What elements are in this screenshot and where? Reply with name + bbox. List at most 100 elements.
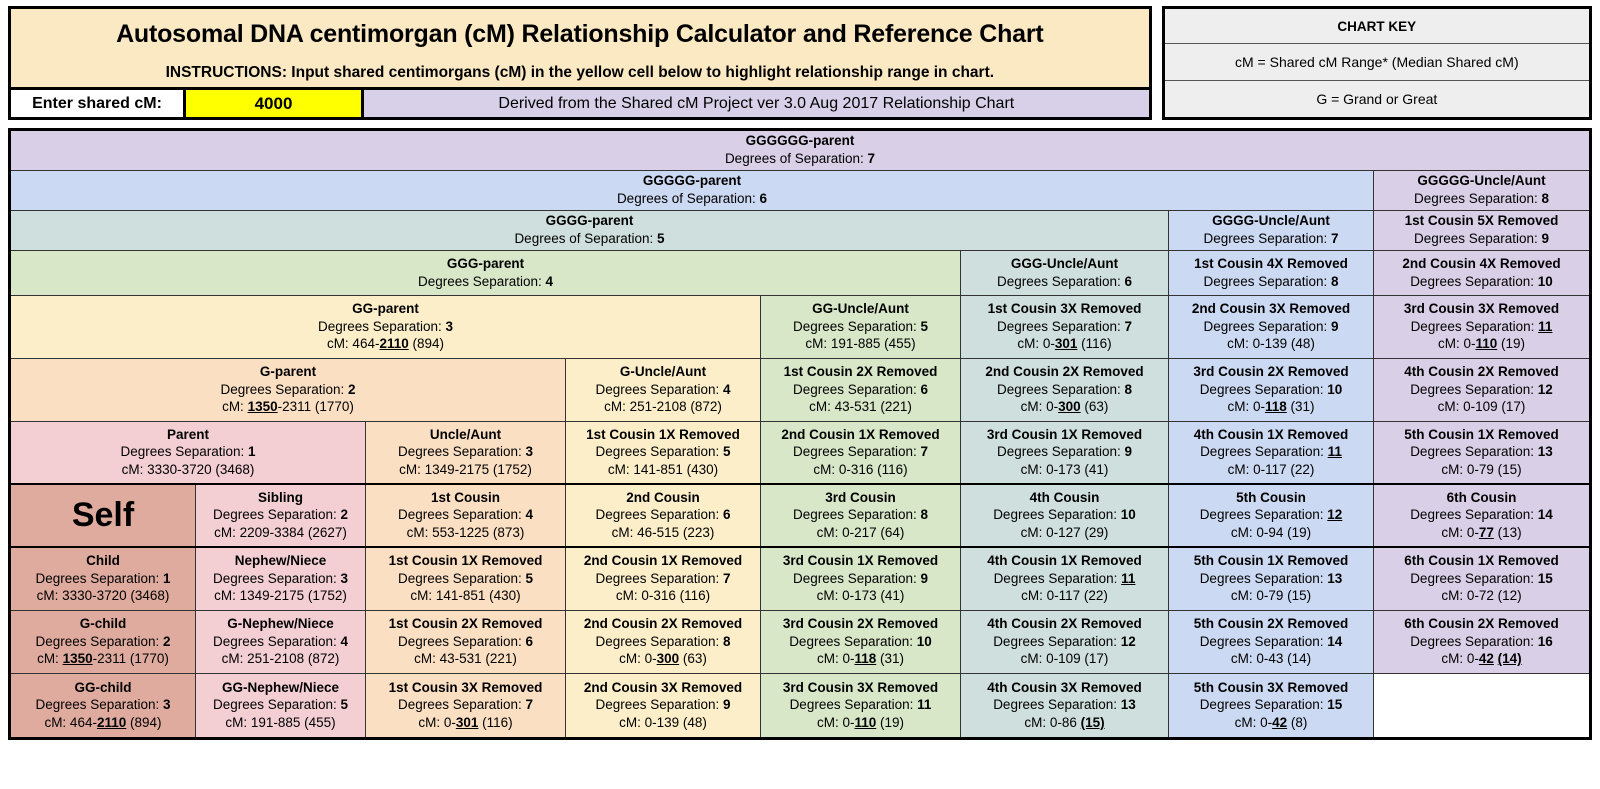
relationship-name: 6th Cousin 1X Removed xyxy=(1404,553,1559,569)
shared-cm-range: cM: 464-2110 (894) xyxy=(326,336,445,352)
relationship-name: G-child xyxy=(79,616,127,632)
relationship-name: 5th Cousin 1X Removed xyxy=(1193,553,1349,569)
relationship-name: 2nd Cousin 4X Removed xyxy=(1402,255,1561,271)
degrees-of-separation: Degrees Separation: 1 xyxy=(35,570,171,586)
shared-cm-range: cM: 0-42 (14) xyxy=(1441,651,1522,667)
shared-cm-range: cM: 43-531 (221) xyxy=(809,399,912,415)
shared-cm-range: cM: 0-117 (22) xyxy=(1227,461,1315,477)
shared-cm-range: cM: 0-139 (48) xyxy=(1227,336,1315,352)
degrees-of-separation: Degrees Separation: 13 xyxy=(1199,570,1343,586)
relationship-name: 1st Cousin 3X Removed xyxy=(388,679,543,695)
relationship-name: 4th Cousin 1X Removed xyxy=(987,553,1142,569)
degrees-of-separation: Degrees Separation: 7 xyxy=(397,697,534,713)
relationship-name: 5th Cousin 2X Removed xyxy=(1193,616,1349,632)
shared-cm-range: cM: 0-43 (14) xyxy=(1230,651,1312,667)
relationship-name: 2nd Cousin xyxy=(626,489,700,505)
degrees-of-separation: Degrees Separation: 2 xyxy=(35,633,171,649)
relationship-name: 3rd Cousin 2X Removed xyxy=(782,616,939,632)
degrees-of-separation: Degrees Separation: 14 xyxy=(1410,507,1553,523)
shared-cm-range: cM: 141-851 (430) xyxy=(607,461,719,477)
chart-cell-self: Self xyxy=(11,485,196,546)
shared-cm-range: cM: 553-1225 (873) xyxy=(406,524,525,540)
shared-cm-range: cM: 0-109 (17) xyxy=(1020,651,1109,667)
shared-cm-range: cM: 0-300 (63) xyxy=(1020,399,1109,415)
shared-cm-range: cM: 3330-3720 (3468) xyxy=(121,461,255,477)
relationship-name: 1st Cousin 1X Removed xyxy=(586,426,740,442)
relationship-name: 2nd Cousin 3X Removed xyxy=(1191,301,1351,317)
shared-cm-range: cM: 0-300 (63) xyxy=(619,651,707,667)
degrees-of-separation: Degrees Separation: 10 xyxy=(1410,273,1553,289)
shared-cm-range: cM: 2209-3384 (2627) xyxy=(214,524,347,540)
relationship-name: 1st Cousin xyxy=(430,489,500,505)
degrees-of-separation: Degrees Separation: 7 xyxy=(1203,231,1339,247)
degrees-of-separation: Degrees Separation: 8 xyxy=(996,381,1133,397)
degrees-of-separation: Degrees Separation: 11 xyxy=(993,570,1136,586)
degrees-of-separation: Degrees Separation: 11 xyxy=(1200,444,1342,460)
degrees-of-separation: Degrees Separation: 6 xyxy=(595,507,731,523)
derived-source-text: Derived from the Shared cM Project ver 3… xyxy=(364,90,1149,117)
relationship-name: 5th Cousin xyxy=(1236,489,1306,505)
shared-cm-range: cM: 46-515 (223) xyxy=(611,524,715,540)
chart-key-title: CHART KEY xyxy=(1164,9,1589,44)
shared-cm-range: cM: 0-217 (64) xyxy=(816,524,905,540)
shared-cm-range: cM: 141-851 (430) xyxy=(410,588,521,604)
degrees-of-separation: Degrees Separation: 3 xyxy=(35,697,171,713)
shared-cm-range: cM: 0-118 (31) xyxy=(1227,399,1315,415)
shared-cm-range: cM: 0-127 (29) xyxy=(1020,524,1109,540)
relationship-name: 5th Cousin 1X Removed xyxy=(1404,426,1559,442)
shared-cm-range: cM: 0-117 (22) xyxy=(1021,588,1108,604)
shared-cm-range: cM: 0-118 (31) xyxy=(816,651,905,667)
degrees-of-separation: Degrees Separation: 9 xyxy=(1413,231,1550,247)
shared-cm-range: cM: 0-109 (17) xyxy=(1437,399,1526,415)
degrees-of-separation: Degrees Separation: 7 xyxy=(595,570,731,586)
shared-cm-range: cM: 191-885 (455) xyxy=(805,336,916,352)
degrees-of-separation: Degrees Separation: 15 xyxy=(1199,697,1343,713)
page-title: Autosomal DNA centimorgan (cM) Relations… xyxy=(11,9,1149,59)
degrees-of-separation: Degrees Separation: 6 xyxy=(397,633,534,649)
degrees-of-separation: Degrees Separation: 3 xyxy=(212,570,349,586)
chart-key-line-g: G = Grand or Great xyxy=(1316,91,1438,107)
relationship-name: 4th Cousin 3X Removed xyxy=(987,679,1142,695)
degrees-of-separation: Degrees Separation: 4 xyxy=(595,381,731,397)
degrees-of-separation: Degrees Separation: 9 xyxy=(996,444,1133,460)
degrees-of-separation: Degrees Separation: 12 xyxy=(1199,507,1343,523)
relationship-name: 1st Cousin 4X Removed xyxy=(1194,255,1348,271)
degrees-of-separation: Degrees Separation: 3 xyxy=(317,318,454,334)
shared-cm-range: cM: 1350-2311 (1770) xyxy=(222,399,354,415)
shared-cm-range: cM: 0-301 (116) xyxy=(418,714,513,730)
degrees-of-separation: Degrees Separation: 11 xyxy=(789,697,932,713)
degrees-of-separation: Degrees Separation: 9 xyxy=(595,697,731,713)
degrees-of-separation: Degrees Separation: 12 xyxy=(993,633,1136,649)
degrees-of-separation: Degrees Separation: 13 xyxy=(1410,444,1553,460)
shared-cm-range: cM: 0-301 (116) xyxy=(1017,336,1112,352)
relationship-name: Nephew/Niece xyxy=(234,553,327,569)
shared-cm-input[interactable]: 4000 xyxy=(186,90,364,117)
